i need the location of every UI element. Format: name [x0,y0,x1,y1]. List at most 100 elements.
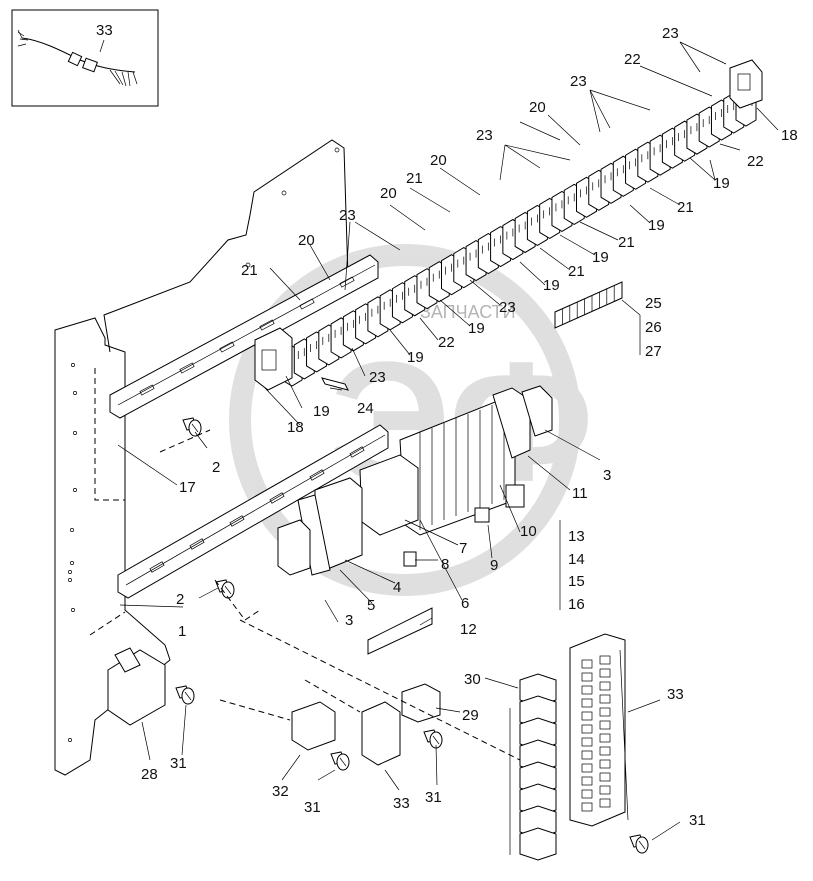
relay-32 [291,701,336,751]
harness-inset [11,9,159,107]
callout-8: 8 [441,556,449,573]
fuse-block-33 [569,633,626,827]
marker-strip-upper [554,281,623,329]
callout-20: 20 [529,99,546,116]
callouts: 23 22 18 23 20 22 19 23 21 20 21 19 20 2… [141,25,798,829]
callout-19: 19 [713,175,730,192]
callout-23: 23 [570,73,587,90]
callout-30: 30 [464,671,481,688]
callout-12: 12 [460,621,477,638]
callout-19: 19 [468,320,485,337]
upper-din-rail [109,254,379,419]
callout-20: 20 [430,152,447,169]
callout-19: 19 [543,277,560,294]
callout-26: 26 [645,319,662,336]
relay-module [519,739,557,773]
relay-stack-30 [519,673,557,861]
callout-28: 28 [141,766,158,783]
leader-lines [117,41,779,855]
lower-din-rail [117,424,389,599]
callout-19: 19 [313,403,330,420]
end-clamp-right [729,59,763,109]
main-panel [54,317,171,776]
callout-31: 31 [689,812,706,829]
callout-21: 21 [677,199,694,216]
callout-6: 6 [461,595,469,612]
callout-1: 1 [178,623,186,640]
relay-module [519,695,557,729]
relay-module [519,717,557,751]
callout-21: 21 [618,234,635,251]
callout-23: 23 [339,207,356,224]
callout-24: 24 [357,400,374,417]
callout-10: 10 [520,523,537,540]
callout-13: 13 [568,528,585,545]
bridge-24 [321,377,349,391]
upper-terminal-strip [281,85,757,387]
callout-22: 22 [747,153,764,170]
dashed-guides [89,429,521,761]
callout-4: 4 [393,579,401,596]
callout-23: 23 [369,369,386,386]
callout-33: 33 [393,795,410,812]
callout-19: 19 [592,249,609,266]
relay-module [519,761,557,795]
callout-18: 18 [287,419,304,436]
callout-21: 21 [568,263,585,280]
callout-2: 2 [212,459,220,476]
callout-16: 16 [568,596,585,613]
callout-19: 19 [407,349,424,366]
callout-32: 32 [272,783,289,800]
callout-9: 9 [490,557,498,574]
screw-icon [215,579,235,599]
watermark-text: ЗАПЧАСТИ [420,302,516,322]
callout-23: 23 [662,25,679,42]
callout-22: 22 [438,334,455,351]
callout-7: 7 [459,540,467,557]
callout-3: 3 [603,467,611,484]
callout-22: 22 [624,51,641,68]
end-clamp-left [254,327,293,391]
callout-29: 29 [462,707,479,724]
relay-module [519,673,557,707]
relay-28 [107,647,166,726]
callout-20: 20 [380,185,397,202]
callout-3: 3 [345,612,353,629]
lower-terminal-assembly [277,385,553,576]
callout-2: 2 [176,591,184,608]
relay-module [519,827,557,861]
relay-module [519,783,557,817]
screw-icon [330,751,350,771]
relay-33-block [361,701,401,766]
marker-strip-lower [367,607,433,655]
callout-20: 20 [298,232,315,249]
screw-icon [175,685,195,705]
callout-31: 31 [170,755,187,772]
callout-31: 31 [425,789,442,806]
callout-27: 27 [645,343,662,360]
callout-25: 25 [645,295,662,312]
callout-11: 11 [572,485,588,502]
callout-inset-33: 33 [96,22,113,39]
callout-21: 21 [406,170,423,187]
screw-icon [182,417,202,437]
callout-19: 19 [648,217,665,234]
callout-21: 21 [241,262,258,279]
upper-panel [103,139,349,353]
callout-31: 31 [304,799,321,816]
screw-icon [629,834,649,854]
callout-18: 18 [781,127,798,144]
callout-15: 15 [568,573,585,590]
callout-23: 23 [499,299,516,316]
panel-holes [68,363,77,742]
callout-5: 5 [367,597,375,614]
callout-17: 17 [179,479,196,496]
screw-icon [423,729,443,749]
screws [175,417,649,854]
callout-33: 33 [667,686,684,703]
callout-14: 14 [568,551,585,568]
relay-module [519,805,557,839]
callout-23: 23 [476,127,493,144]
relay-29 [401,683,441,723]
